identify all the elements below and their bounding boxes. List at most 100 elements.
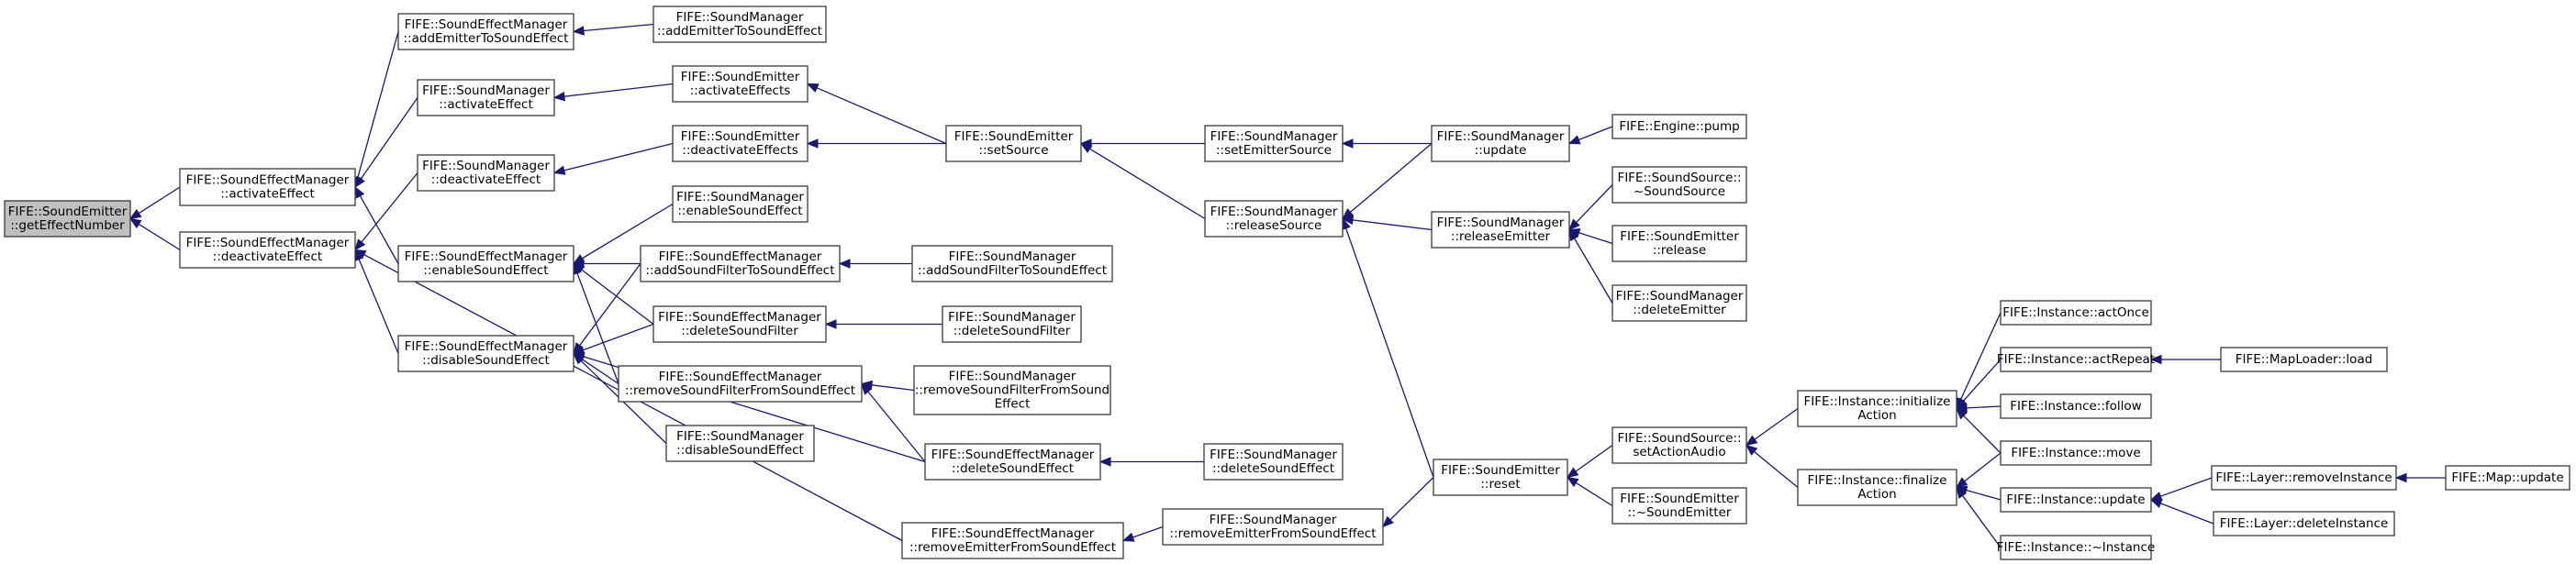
node-box [1203,443,1344,481]
node-box [1204,200,1344,238]
node-inst_follow[interactable]: FIFE::Instance::follow [2000,393,2152,419]
call-edge [1079,142,1206,220]
arrowhead-icon [1566,476,1579,488]
node-se_activateEffects[interactable]: FIFE::SoundEmitter::activateEffects [672,65,808,103]
node-sem_activateEffect[interactable]: FIFE::SoundEffectManager::activateEffect [179,168,356,206]
node-sem_removeEmitterFromSoundEffect[interactable]: FIFE::SoundEffectManager::removeEmitterF… [901,522,1124,559]
node-box [1204,125,1344,162]
node-label: FIFE::SoundEmitter [8,205,128,219]
node-label: setActionAudio [1633,445,1725,459]
edge-line [867,391,926,462]
node-sm_deactivateEffect[interactable]: FIFE::SoundManager::deactivateEffect [417,154,555,192]
node-se_setSource[interactable]: FIFE::SoundEmitter::setSource [945,125,1082,162]
node-sm_releaseEmitter[interactable]: FIFE::SoundManager::releaseEmitter [1431,211,1570,249]
edge-line [1575,444,1613,472]
edge-line [581,269,654,326]
node-label: ::disableSoundEffect [422,353,550,368]
node-sm_removeSoundFilterFromSoundEffect[interactable]: FIFE::SoundManager::removeSoundFilterFro… [913,365,1111,415]
node-inst_actOnce[interactable]: FIFE::Instance::actOnce [2000,300,2152,326]
arrowhead-icon [1568,218,1580,231]
node-label: FIFE::Instance::follow [2010,399,2141,414]
node-label: FIFE::Layer::deleteInstance [2220,516,2389,531]
node-sm_deleteSoundFilter[interactable]: FIFE::SoundManager::deleteSoundFilter [942,305,1082,343]
node-sm_setEmitterSource[interactable]: FIFE::SoundManager::setEmitterSource [1204,125,1344,162]
call-edge [1568,228,1613,304]
call-edge [1121,525,1164,542]
node-sem_addSoundFilterToSoundEffect[interactable]: FIFE::SoundEffectManager::addSoundFilter… [640,245,841,282]
call-edge [1079,138,1205,149]
node-sem_deleteSoundEffect[interactable]: FIFE::SoundEffectManager::deleteSoundEff… [924,443,1101,481]
node-label: FIFE::SoundEffectManager [186,173,350,188]
node-se_dtor[interactable]: FIFE::SoundEmitter::~SoundEmitter [1611,487,1747,525]
edge-line [1961,495,2002,548]
node-sem_deactivateEffect[interactable]: FIFE::SoundEffectManager::deactivateEffe… [179,231,356,269]
node-sem_addEmitterToSoundEffect[interactable]: FIFE::SoundEffectManager::addEmitterToSo… [397,13,574,50]
call-edge [1382,477,1434,528]
node-getEffectNumber[interactable]: FIFE::SoundEmitter::getEffectNumber [4,200,131,238]
node-layer_deleteInstance[interactable]: FIFE::Layer::deleteInstance [2213,511,2395,536]
arrowhead-icon [824,319,837,329]
node-sm_addSoundFilterToSoundEffect[interactable]: FIFE::SoundManager::addSoundFilterToSoun… [911,245,1113,282]
node-se_deactivateEffects[interactable]: FIFE::SoundEmitter::deactivateEffects [672,125,808,162]
node-se_release[interactable]: FIFE::SoundEmitter::release [1611,225,1747,262]
call-edge [1956,312,2002,410]
node-box [2445,465,2570,491]
node-sem_deleteSoundFilter[interactable]: FIFE::SoundEffectManager::deleteSoundFil… [652,305,827,343]
node-label: FIFE::SoundEmitter [681,129,800,144]
node-label: FIFE::SoundManager [1616,289,1744,304]
call-edge [354,97,418,189]
node-sm_update[interactable]: FIFE::SoundManager::update [1431,125,1570,162]
node-sem_enableSoundEffect[interactable]: FIFE::SoundEffectManager::enableSoundEff… [397,245,574,282]
node-label: ::release [1653,243,1706,258]
node-label: FIFE::SoundEmitter [1620,229,1739,244]
node-inst_move[interactable]: FIFE::Instance::move [2000,440,2152,466]
node-box [2000,393,2152,419]
node-ss_setActionAudio[interactable]: FIFE::SoundSource::setActionAudio [1611,426,1747,464]
edge-line [359,195,399,264]
node-inst_actRepeat[interactable]: FIFE::Instance::actRepeat [1997,347,2155,372]
edge-line [1960,312,2002,400]
node-sm_disableSoundEffect[interactable]: FIFE::SoundManager::disableSoundEffect [665,425,815,462]
node-sm_enableSoundEffect[interactable]: FIFE::SoundManager::enableSoundEffect [672,185,808,223]
arrowhead-icon [1745,435,1758,447]
node-sm_addEmitterToSoundEffect[interactable]: FIFE::SoundManager::addEmitterToSoundEff… [652,6,827,43]
node-sm_releaseSource[interactable]: FIFE::SoundManager::releaseSource [1204,200,1344,238]
node-label: FIFE::Instance::update [2006,492,2145,507]
node-label: FIFE::SoundEmitter [1441,463,1560,478]
node-label: ::removeEmitterFromSoundEffect [909,540,1116,555]
call-edge [1098,457,1204,467]
node-sm_activateEffect[interactable]: FIFE::SoundManager::activateEffect [417,79,555,116]
node-sm_deleteSoundEffect[interactable]: FIFE::SoundManager::deleteSoundEffect [1203,443,1344,481]
edge-line [1349,143,1433,213]
call-edge [128,217,181,251]
edge-line [1389,477,1434,521]
node-label: ::enableSoundEffect [423,263,548,278]
node-layer_removeInstance[interactable]: FIFE::Layer::removeInstance [2211,465,2397,491]
node-label: FIFE::SoundEffectManager [659,370,822,384]
node-label: FIFE::SoundManager [1210,129,1338,144]
node-inst_update[interactable]: FIFE::Instance::update [2000,487,2152,513]
node-engine_pump[interactable]: FIFE::Engine::pump [1611,114,1747,139]
call-edge [1566,444,1613,479]
node-sm_removeEmitterFromSoundEffect[interactable]: FIFE::SoundManager::removeEmitterFromSou… [1162,508,1384,546]
arrowhead-icon [354,175,365,189]
node-ss_dtor[interactable]: FIFE::SoundSource::~SoundSource [1611,166,1747,204]
node-sem_disableSoundEffect[interactable]: FIFE::SoundEffectManager::disableSoundEf… [397,335,574,372]
node-inst_dtor[interactable]: FIFE::Instance::~Instance [1997,535,2155,560]
node-label: ::addSoundFilterToSoundEffect [918,263,1107,278]
node-label: ::addEmitterToSoundEffect [404,31,569,46]
node-sem_removeSoundFilterFromSoundEffect[interactable]: FIFE::SoundEffectManager::removeSoundFil… [618,365,863,403]
node-sm_deleteEmitter[interactable]: FIFE::SoundManager::deleteEmitter [1611,284,1747,322]
edge-line [1344,227,1434,478]
arrowhead-icon [806,138,819,149]
arrowhead-icon [1745,444,1758,456]
node-map_update[interactable]: FIFE::Map::update [2445,465,2570,491]
node-maploader_load[interactable]: FIFE::MapLoader::load [2220,347,2388,372]
node-se_reset[interactable]: FIFE::SoundEmitter::reset [1433,459,1568,496]
call-edge [2149,499,2214,525]
node-label: FIFE::SoundManager [948,310,1076,325]
node-label: ::deleteSoundFilter [681,324,798,338]
node-label: FIFE::Engine::pump [1619,119,1739,134]
